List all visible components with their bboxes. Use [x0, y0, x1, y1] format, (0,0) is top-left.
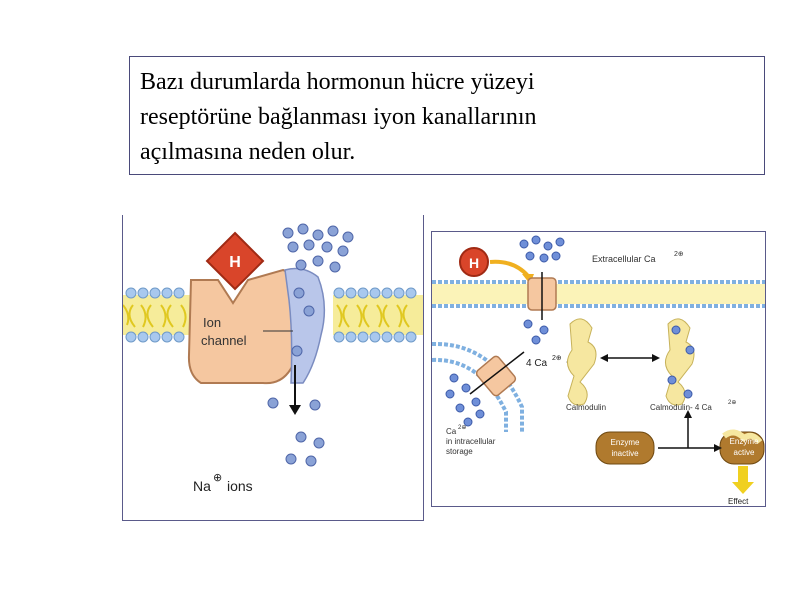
ions-label: Na ⊕ ions: [193, 472, 253, 494]
membrane-heads: [125, 287, 417, 343]
caption-line-3: açılmasına neden olur.: [140, 138, 356, 165]
channel-pore: [284, 267, 326, 384]
channel-label-line-1: Ion: [203, 315, 221, 330]
ions-charge: ⊕: [213, 472, 222, 484]
calmodulin-shape: [567, 318, 597, 406]
ion-channel-svg: H Ion channel Na ⊕ ions: [122, 223, 423, 494]
enzyme-inactive-line-1: Enzyme: [611, 438, 640, 447]
caption-line-2: reseptörüne bağlanması iyon kanallarının: [140, 103, 537, 130]
effect-label: Effect: [728, 497, 749, 506]
hormone-circle: H: [459, 247, 489, 277]
enzyme-active-line-1: Enzyme: [730, 437, 759, 446]
hormone-label: H: [229, 254, 241, 271]
ion-channel-diagram: H Ion channel Na ⊕ ions: [122, 215, 424, 521]
plasma-membrane: [432, 280, 765, 308]
storage-label-line-2: storage: [446, 447, 473, 456]
storage-ca-label: Ca: [446, 427, 457, 436]
storage-channel-arrow: [469, 351, 525, 395]
caption-box: Bazı durumlarda hormonun hücre yüzeyi re…: [129, 56, 765, 175]
lipid-bilayer-right: [333, 295, 423, 335]
calmodulin-svg: H Extracellular Ca 2⊕ 4 Ca 2⊕ +: [431, 235, 765, 506]
hormone-diamond: H: [205, 231, 265, 291]
ions-symbol: Na: [193, 478, 211, 494]
four-ca-charge: 2⊕: [552, 355, 562, 362]
enzyme-inactive-line-2: inactive: [611, 449, 639, 458]
four-ca-label: 4 Ca: [526, 358, 548, 369]
activation-arrows-icon: [658, 410, 722, 452]
bound-calcium: [667, 325, 695, 399]
extracellular-charge: 2⊕: [674, 251, 684, 258]
enzyme-active-calmodulin: [722, 429, 763, 444]
flow-arrow-icon: [289, 365, 301, 415]
calcium-ions: [445, 235, 565, 427]
equilibrium-arrow-icon: [600, 354, 660, 362]
effect-arrow-icon: [732, 466, 754, 494]
calmodulin-complex-label: Calmodulin- 4 Ca: [650, 403, 712, 412]
lipid-bilayer-left: [122, 295, 193, 335]
hormone-arrow-icon: [489, 259, 530, 278]
channel-label-line-2: channel: [201, 333, 247, 348]
enzyme-active-line-2: active: [734, 448, 755, 457]
sodium-ions: [267, 223, 354, 467]
calmodulin-complex-charge: 2⊕: [728, 400, 736, 406]
hormone-label-right: H: [469, 255, 479, 271]
enzyme-inactive: [595, 431, 655, 465]
storage-label-line-1: in intracellular: [446, 437, 496, 446]
calmodulin-diagram: H Extracellular Ca 2⊕ 4 Ca 2⊕ +: [431, 231, 766, 507]
storage-channel: [475, 355, 517, 397]
calmodulin-label: Calmodulin: [566, 403, 606, 412]
storage-ca-charge: 2⊕: [458, 425, 466, 431]
ions-word: ions: [227, 478, 253, 494]
extracellular-label: Extracellular Ca: [592, 254, 656, 264]
caption-line-1: Bazı durumlarda hormonun hücre yüzeyi: [140, 69, 535, 95]
